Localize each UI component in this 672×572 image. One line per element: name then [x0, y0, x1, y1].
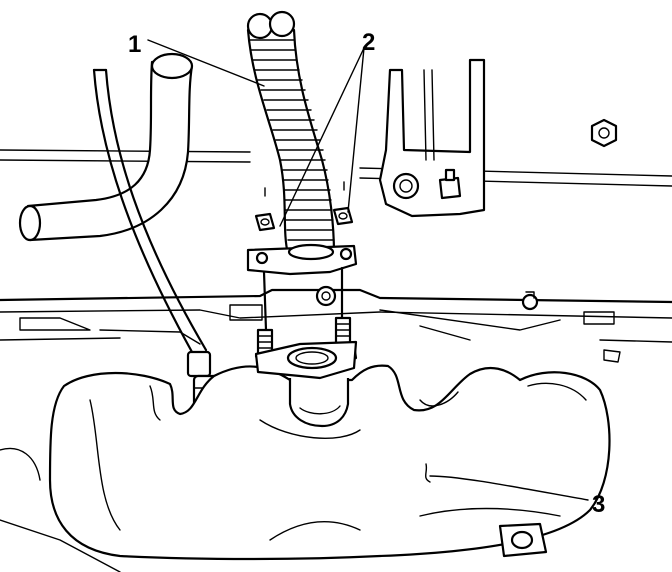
engine-frame-lines: [0, 149, 672, 363]
callout-leaders: [147, 39, 589, 501]
exhaust-manifold: [0, 364, 611, 572]
small-bolt-heads: [315, 285, 539, 311]
mounting-bracket: [378, 58, 486, 218]
pipe-flange: [246, 243, 358, 276]
frame-bolt: [590, 118, 618, 148]
callout-1-label: 1: [128, 31, 141, 58]
callout-3-label: 3: [592, 491, 605, 518]
coolant-hose: [18, 52, 194, 242]
corrugated-pipe: [246, 10, 336, 256]
callout-2-label: 2: [362, 29, 375, 56]
manifold-gasket: [254, 340, 358, 380]
